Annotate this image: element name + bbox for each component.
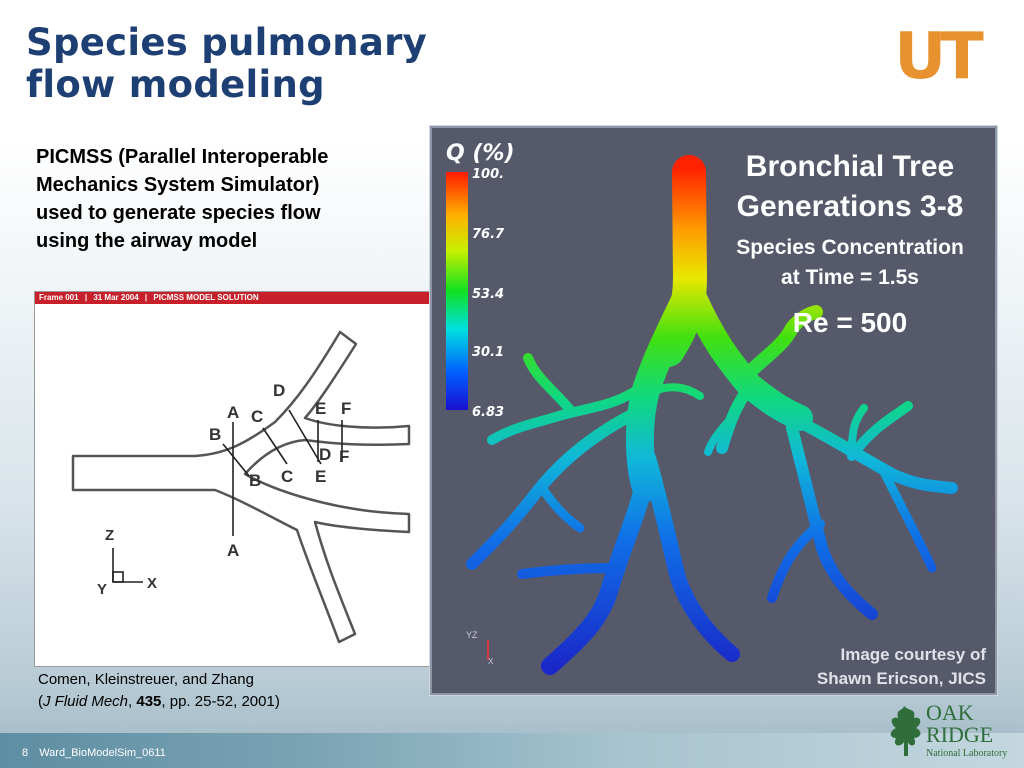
legend-colorbar — [446, 172, 468, 410]
lead-line-3: used to generate species flow — [36, 202, 321, 224]
label-c-top: C — [251, 407, 263, 426]
header-sep-2: | — [144, 293, 148, 302]
axis-z-label: Z — [105, 527, 114, 544]
citation-sep: , — [128, 693, 137, 710]
left-tip-twig — [537, 483, 585, 533]
page-number: 8 — [22, 747, 29, 759]
chart-title-line-1: Bronchial Tree — [746, 150, 954, 183]
right-tip-twig — [877, 463, 937, 573]
right-upper-branch — [735, 305, 823, 387]
label-d-bottom: D — [319, 445, 331, 464]
axis-y-label: Y — [97, 581, 107, 598]
ornl-logo: OAK RIDGE National Laboratory — [890, 700, 1007, 759]
label-d-top: D — [273, 381, 285, 400]
header-date: 31 Mar 2004 — [93, 293, 139, 302]
left-upper-branch — [487, 383, 645, 445]
lead-line-2: Mechanics System Simulator) — [36, 174, 320, 196]
footer-bar — [0, 733, 1024, 768]
image-credit-line-1: Image courtesy of — [841, 645, 987, 664]
deck-name: Ward_BioModelSim_0611 — [39, 747, 166, 759]
slide-title: Species pulmonary flow modeling — [26, 22, 427, 106]
chart-subtitle-line-2: at Time = 1.5s — [781, 266, 919, 289]
ut-logo-mark: UT — [894, 24, 984, 84]
right-far-branch — [847, 401, 913, 461]
ut-logo: UT — [894, 24, 989, 84]
left-far-branch — [466, 402, 652, 570]
slide-title-line-2: flow modeling — [26, 63, 325, 106]
label-f-top: F — [341, 399, 351, 418]
reynolds-number: Re = 500 — [793, 307, 907, 338]
airway-outline — [71, 330, 411, 644]
right-short-twig — [704, 414, 736, 456]
label-f-bottom: F — [339, 447, 349, 466]
slide-title-line-1: Species pulmonary — [26, 21, 428, 64]
image-credit-line-2: Shawn Ericson, JICS — [817, 669, 986, 688]
right-lower-branch — [786, 422, 878, 620]
header-sep-1: | — [84, 293, 88, 302]
left-lower-twig — [517, 563, 621, 579]
section-line-d — [288, 409, 322, 465]
label-e-bottom: E — [315, 467, 326, 486]
lead-text: PICMSS (Parallel Interoperable Mechanics… — [36, 143, 426, 255]
chart-subtitle-line-1: Species Concentration — [736, 236, 964, 259]
citation-open-paren: ( — [38, 693, 43, 710]
legend-tick-100: 100. — [472, 167, 504, 182]
ornl-line-3: National Laboratory — [926, 748, 1007, 759]
right-small-twig — [650, 383, 704, 400]
ornl-line-1: OAK — [926, 700, 974, 725]
render-axis-x: X — [488, 657, 494, 666]
axis-origin-box — [112, 571, 124, 583]
citation-pages: , pp. 25-52, 2001) — [161, 693, 280, 710]
right-inner-twig — [848, 404, 868, 452]
airway-model-figure: Frame 001 | 31 Mar 2004 | PICMSS MODEL S… — [34, 291, 446, 667]
legend-tick-6: 6.83 — [472, 405, 504, 420]
axis-x-label: X — [147, 575, 157, 592]
footer-text: 8 Ward_BioModelSim_0611 — [22, 747, 174, 759]
legend-tick-76: 76.7 — [472, 227, 505, 242]
right-mid-twig — [767, 519, 825, 603]
left-lower-branch — [541, 469, 655, 675]
bronchial-tree-render: Q (%) 100. 76.7 53.4 30.1 6.83 — [446, 141, 987, 688]
citation-volume: 435 — [136, 693, 162, 710]
label-b-bottom: B — [249, 471, 261, 490]
render-axis-yz: YZ — [466, 630, 478, 640]
label-c-bottom: C — [281, 467, 293, 486]
legend-title: Q (%) — [446, 141, 515, 166]
left-lateral-branch — [523, 353, 577, 417]
label-e-top: E — [315, 399, 326, 418]
right-hilum-loop — [716, 380, 756, 454]
airway-schematic: A C D E F B D F C E B A Z Y X — [71, 330, 411, 644]
left-mid-branch — [640, 450, 740, 662]
section-line-c — [262, 427, 288, 465]
bronchial-tree-figure: Q (%) 100. 76.7 53.4 30.1 6.83 — [432, 128, 995, 693]
label-a-top: A — [227, 403, 239, 422]
header-frame: Frame 001 — [39, 293, 79, 302]
oak-leaf-icon — [890, 706, 921, 756]
label-a-bottom: A — [227, 541, 239, 560]
header-solution: PICMSS MODEL SOLUTION — [153, 293, 259, 302]
figure-header: Frame 001 | 31 Mar 2004 | PICMSS MODEL S… — [35, 292, 445, 304]
main-left-bronchus — [625, 284, 700, 502]
citation-journal: J Fluid Mech — [43, 693, 129, 710]
legend-tick-30: 30.1 — [472, 345, 504, 360]
render-axis-indicator: YZ X — [466, 630, 494, 666]
citation: Comen, Kleinstreuer, and Zhang (J Fluid … — [38, 669, 280, 713]
legend-tick-53: 53.4 — [472, 287, 504, 302]
label-b-left: B — [209, 425, 221, 444]
section-line-b — [222, 443, 250, 477]
citation-source: (J Fluid Mech, 435, pp. 25-52, 2001) — [38, 691, 280, 713]
chart-title-line-2: Generations 3-8 — [737, 190, 964, 223]
lead-line-4: using the airway model — [36, 230, 258, 252]
ornl-line-2: RIDGE — [926, 722, 993, 747]
lead-line-1: PICMSS (Parallel Interoperable — [36, 146, 329, 168]
citation-authors: Comen, Kleinstreuer, and Zhang — [38, 671, 254, 688]
